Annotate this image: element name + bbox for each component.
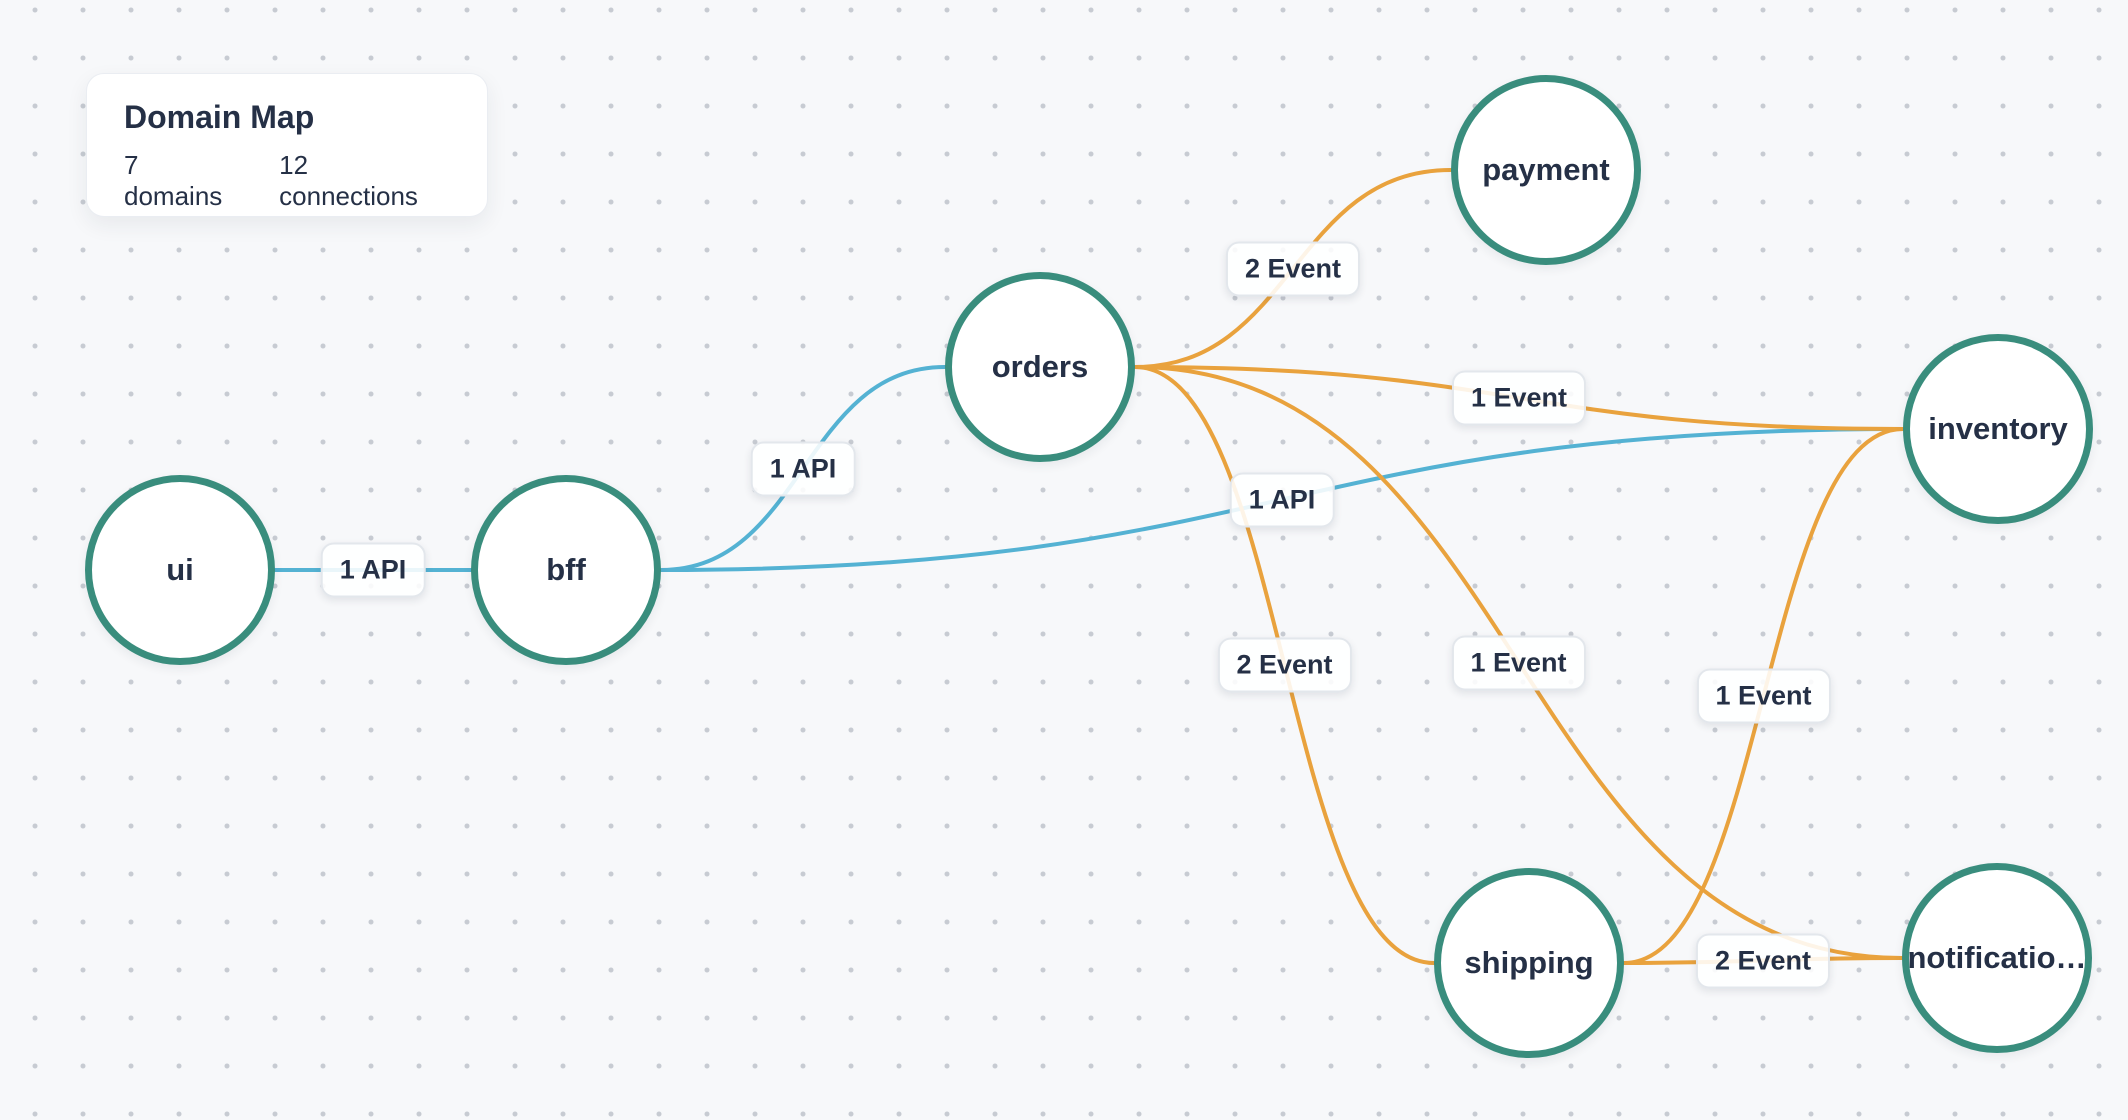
- edge-label-bff-orders[interactable]: 1 API: [750, 441, 856, 496]
- edge-label-shipping-notifications[interactable]: 2 Event: [1695, 933, 1831, 988]
- edge-label-orders-payment[interactable]: 2 Event: [1225, 241, 1361, 296]
- node-inventory[interactable]: inventory: [1903, 334, 2093, 524]
- panel-title: Domain Map: [124, 99, 315, 135]
- edge-label-orders-notifications[interactable]: 1 Event: [1451, 635, 1586, 690]
- node-ui[interactable]: ui: [85, 475, 275, 665]
- node-payment[interactable]: payment: [1451, 75, 1641, 265]
- edge-label-ui-bff[interactable]: 1 API: [320, 542, 426, 598]
- panel-stats: 7 domains 12 connections: [124, 150, 450, 212]
- edge-label-bff-inventory[interactable]: 1 API: [1229, 472, 1335, 527]
- node-shipping[interactable]: shipping: [1434, 868, 1624, 1058]
- domains-count: 7 domains: [124, 150, 223, 211]
- node-notifications[interactable]: notificatio…: [1902, 863, 2092, 1053]
- connections-count: 12 connections: [279, 150, 418, 211]
- node-orders[interactable]: orders: [945, 272, 1135, 462]
- edge-label-orders-inventory[interactable]: 1 Event: [1451, 370, 1587, 426]
- edge-label-shipping-inventory[interactable]: 1 Event: [1696, 668, 1831, 724]
- node-bff[interactable]: bff: [471, 475, 661, 665]
- edge-label-orders-shipping[interactable]: 2 Event: [1217, 637, 1352, 693]
- domain-map-panel: Domain Map 7 domains 12 connections: [86, 73, 488, 217]
